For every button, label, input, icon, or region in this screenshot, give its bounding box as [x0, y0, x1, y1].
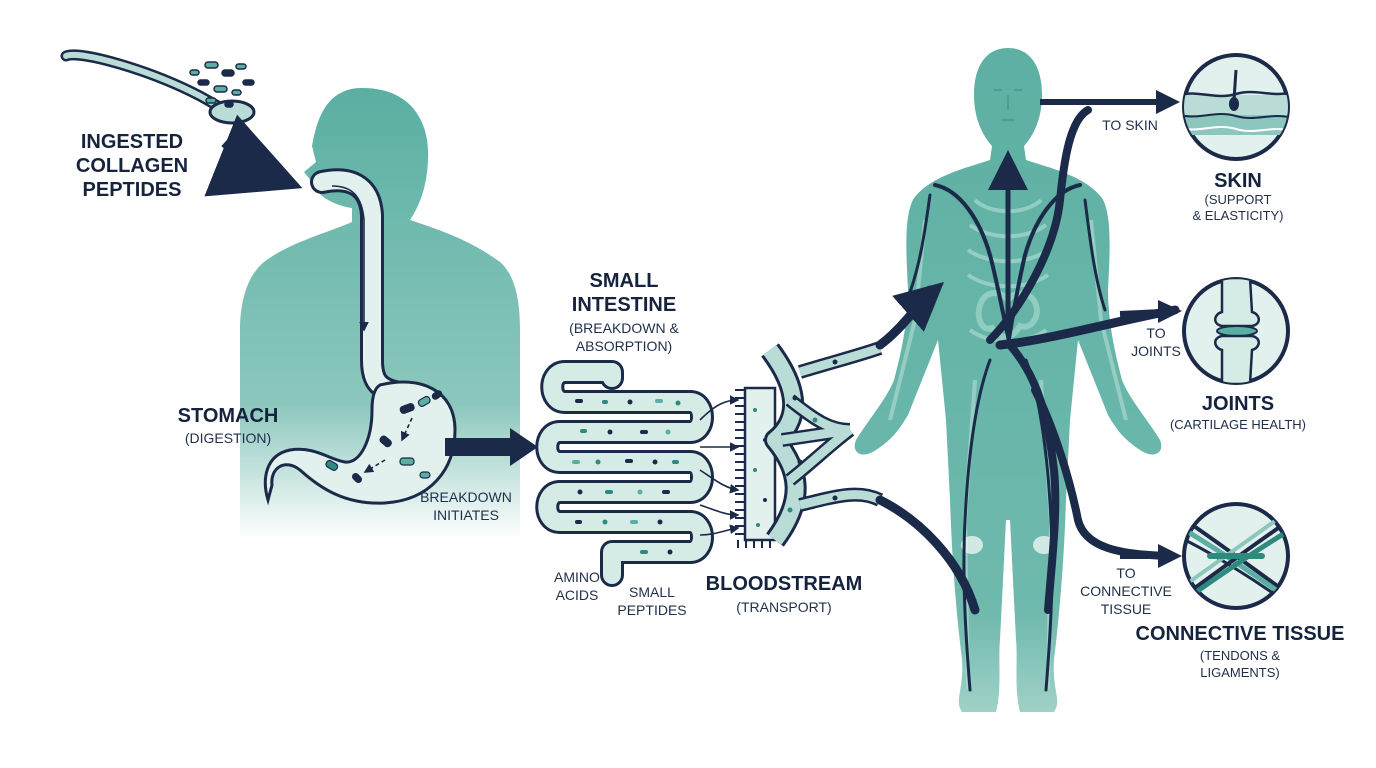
breakdown-line-1: BREAKDOWN: [420, 489, 512, 505]
stomach-peptides: [325, 390, 443, 484]
to-joints-line-1: TO: [1146, 325, 1165, 341]
to-connective-line-2: CONNECTIVE: [1080, 583, 1172, 599]
small-peptides-line-1: SMALL: [629, 584, 675, 600]
ingested-line-1: INGESTED: [81, 131, 183, 153]
face-features: [994, 89, 1022, 121]
collagen-granules: [189, 61, 255, 108]
skin-sub-2: & ELASTICITY): [1192, 208, 1283, 223]
to-connective-line-3: TISSUE: [1101, 601, 1152, 617]
ingested-line-3: PEPTIDES: [83, 179, 182, 201]
intestine-title-1: SMALL: [590, 270, 659, 292]
stomach-title: STOMACH: [178, 405, 279, 427]
connective-title: CONNECTIVE TISSUE: [1136, 623, 1345, 645]
stomach-subtitle: (DIGESTION): [185, 430, 271, 446]
amino-line-2: ACIDS: [556, 587, 599, 603]
bloodstream-network: [761, 341, 884, 547]
intestinal-villi: [735, 386, 777, 548]
bloodstream-title: BLOODSTREAM: [706, 573, 863, 595]
joints-title: JOINTS: [1202, 393, 1274, 415]
to-joints-line-2: JOINTS: [1131, 343, 1181, 359]
skin-cross-section-icon: [1182, 53, 1290, 161]
joints-subtitle: (CARTILAGE HEALTH): [1170, 417, 1306, 432]
breakdown-line-2: INITIATES: [433, 507, 499, 523]
tendon-fibers-icon: [1182, 502, 1290, 610]
connective-sub-1: (TENDONS &: [1200, 648, 1281, 663]
small-peptides-line-2: PEPTIDES: [617, 602, 686, 618]
amino-line-1: AMINO: [554, 569, 600, 585]
to-joints-arrow: [1119, 309, 1163, 317]
connective-sub-2: LIGAMENTS): [1200, 665, 1279, 680]
intestine-sub-1: (BREAKDOWN &: [569, 320, 679, 336]
to-connective-line-1: TO: [1116, 565, 1135, 581]
skin-sub-1: (SUPPORT: [1205, 192, 1272, 207]
intestine-sub-2: ABSORPTION): [576, 338, 672, 354]
ingested-line-2: COLLAGEN: [76, 155, 188, 177]
ingest-arrow: [204, 114, 303, 197]
absorption-arrows: [699, 395, 740, 536]
intestine-title-2: INTESTINE: [572, 294, 676, 316]
knee-joint-icon: [1182, 277, 1290, 385]
bloodstream-subtitle: (TRANSPORT): [736, 599, 831, 615]
skin-title: SKIN: [1214, 170, 1262, 192]
to-skin-label: TO SKIN: [1102, 117, 1158, 133]
intestine-particles: [572, 399, 681, 555]
